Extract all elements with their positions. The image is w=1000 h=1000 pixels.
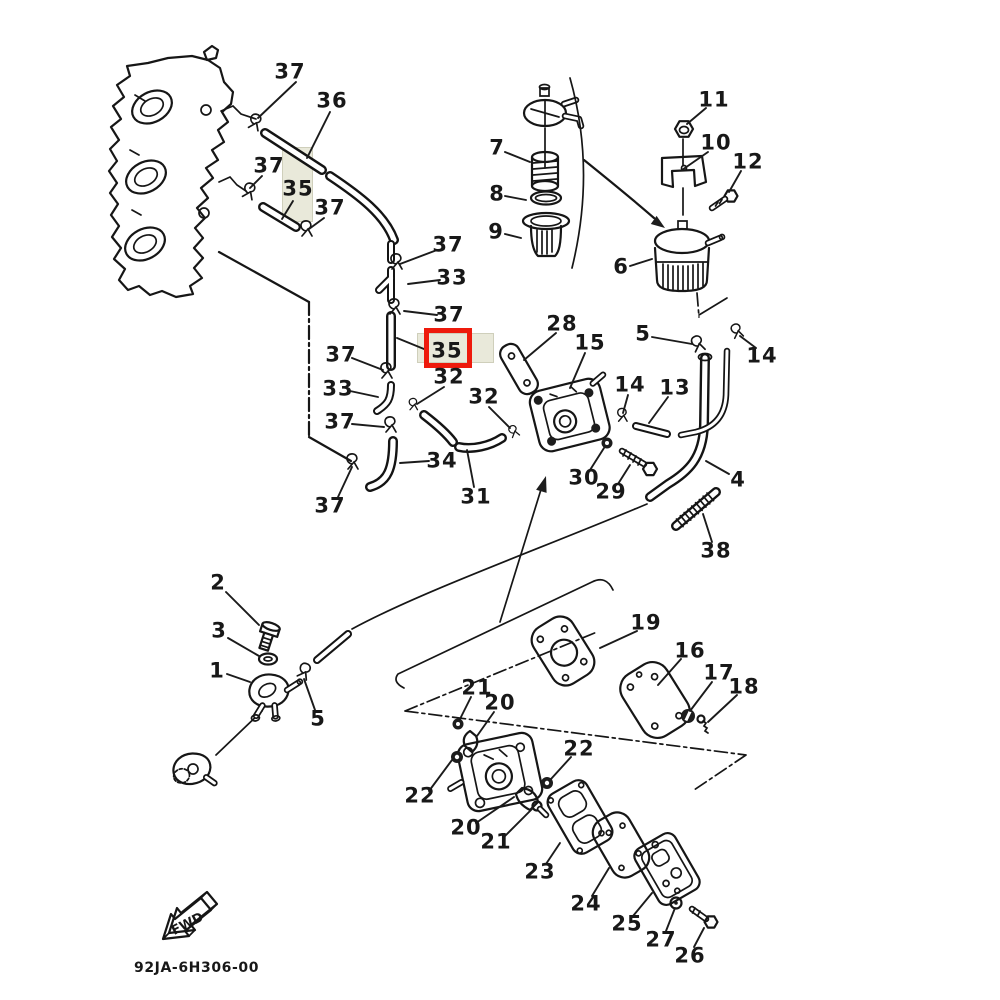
part-callout: 24 <box>570 891 602 916</box>
hose-4-38 <box>645 347 731 531</box>
clamp-37 <box>388 298 401 315</box>
part-callout: 35 <box>431 338 463 363</box>
part-callout: 6 <box>613 254 629 279</box>
part-callout: 37 <box>274 59 306 84</box>
clamp-14 <box>617 407 628 422</box>
highlight-region <box>424 328 472 368</box>
part-callout: 26 <box>674 943 706 968</box>
part-callout: 33 <box>436 265 468 290</box>
part-callout: 18 <box>728 674 760 699</box>
part-callout: 32 <box>468 384 500 409</box>
part-number-code: 92JA-6H306-00 <box>134 960 260 976</box>
part-callout: 36 <box>316 88 348 113</box>
part-callout: 16 <box>674 638 706 663</box>
part-callout: 20 <box>450 815 482 840</box>
part-callout: 30 <box>568 465 600 490</box>
part-callout: 34 <box>426 448 458 473</box>
fuel-pump-assembly <box>499 322 745 477</box>
part-callout: 29 <box>595 479 627 504</box>
part-callout: 32 <box>433 364 465 389</box>
clamp-14 <box>729 322 745 340</box>
part-callout: 37 <box>253 153 285 178</box>
part-callout: 35 <box>282 176 314 201</box>
part-callout: 17 <box>703 660 735 685</box>
clamp-37 <box>380 362 393 379</box>
boundary-lines <box>215 250 747 791</box>
part-callout: 33 <box>322 376 354 401</box>
fwd-arrow-label: FWD <box>169 910 206 939</box>
part-callout: 37 <box>432 232 464 257</box>
part-callout: 4 <box>730 467 746 492</box>
highlight-region <box>282 147 313 222</box>
part-callout: 3 <box>211 618 227 643</box>
part-callout: 14 <box>746 343 778 368</box>
part-callout: 37 <box>433 302 465 327</box>
clamp-5 <box>295 660 314 681</box>
gasket-set-lower <box>546 779 719 929</box>
leader-lines <box>225 81 757 948</box>
part-callout: 5 <box>635 321 651 346</box>
clamp-37 <box>346 453 359 470</box>
part-callout: 37 <box>324 409 356 434</box>
part-callout: 14 <box>614 372 646 397</box>
part-callout: 7 <box>489 135 505 160</box>
part-callout: 2 <box>210 570 226 595</box>
clamp-37 <box>246 111 264 132</box>
part-callout: 13 <box>659 375 691 400</box>
part-callout: 19 <box>630 610 662 635</box>
part-callout: 5 <box>310 706 326 731</box>
part-callout: 9 <box>488 219 504 244</box>
part-callout: 37 <box>325 342 357 367</box>
part-callout: 1 <box>209 658 225 683</box>
part-callout: 22 <box>563 736 595 761</box>
engine-block <box>107 44 257 299</box>
part-callout: 11 <box>698 87 730 112</box>
part-callout: 23 <box>524 859 556 884</box>
clamp-37 <box>384 416 397 433</box>
fuel-cock-assembly <box>172 621 352 787</box>
carburetor-group <box>447 718 553 819</box>
clamp-37 <box>390 253 403 270</box>
part-callout: 37 <box>314 493 346 518</box>
part-callout: 37 <box>314 195 346 220</box>
part-callout: 31 <box>460 484 492 509</box>
part-callout: 8 <box>489 181 505 206</box>
part-callout: 22 <box>404 783 436 808</box>
clamp-32 <box>408 397 419 411</box>
fwd-arrow: FWD <box>161 890 219 941</box>
part-callout: 27 <box>645 927 677 952</box>
fuel-filter-assembly <box>521 77 665 269</box>
clamp-5 <box>689 333 706 353</box>
part-callout: 21 <box>480 829 512 854</box>
highlight-region <box>417 333 494 363</box>
part-callout: 15 <box>574 330 606 355</box>
fuel-filter-6 <box>653 120 739 318</box>
gasket-set-upper <box>530 615 709 739</box>
clamp-32 <box>507 423 521 439</box>
part-callout: 20 <box>484 690 516 715</box>
clamp-37 <box>300 220 313 237</box>
part-callout: 10 <box>700 130 732 155</box>
part-callout: 12 <box>732 149 764 174</box>
part-callout: 21 <box>461 675 493 700</box>
part-callout: 28 <box>546 311 578 336</box>
part-callout: 25 <box>611 911 643 936</box>
clamp-37 <box>240 180 258 201</box>
fuel-hoses <box>240 111 521 492</box>
part-callout: 38 <box>700 538 732 563</box>
